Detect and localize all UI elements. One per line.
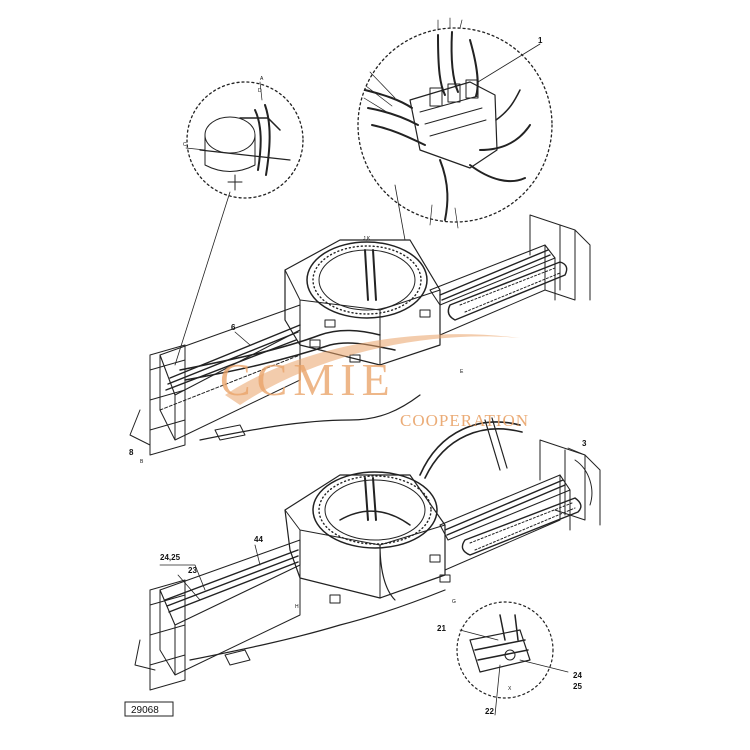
mark-g: G	[452, 599, 456, 605]
mark-b: B	[140, 459, 144, 465]
mark-e: E	[460, 369, 464, 375]
mark-h: H	[295, 604, 299, 610]
detail-circle-valve	[357, 17, 553, 241]
figure-number-box: 29068	[124, 701, 174, 717]
callout-24-25: 24,25	[160, 553, 181, 562]
watermark: CCMIE COOPERATION	[220, 334, 529, 430]
lower-boom-assembly	[134, 417, 601, 691]
callout-8: 8	[129, 448, 134, 457]
callout-44: 44	[254, 535, 263, 544]
callout-6: 6	[231, 323, 236, 332]
detail-circle-bottom	[456, 601, 569, 716]
callout-3: 3	[582, 439, 587, 448]
watermark-swoosh	[225, 334, 520, 405]
detail-circle-valve-left	[174, 81, 304, 366]
mark-c: C	[183, 142, 187, 148]
callout-labels: 1 3 6 8 21 22 23 24,25 44 24 25 A C D E …	[129, 36, 587, 716]
mark-d: D	[258, 88, 262, 94]
callout-23: 23	[188, 566, 197, 575]
watermark-subtitle: COOPERATION	[400, 411, 529, 430]
figure-number: 29068	[131, 705, 159, 716]
mark-x: X	[508, 686, 512, 692]
mark-jk: J,K	[363, 236, 371, 242]
callout-21: 21	[437, 624, 446, 633]
callout-1: 1	[538, 36, 543, 45]
callout-24: 24	[573, 671, 582, 680]
callout-25: 25	[573, 682, 582, 691]
callout-22: 22	[485, 707, 494, 716]
watermark-brand: CCMIE	[220, 354, 396, 405]
mark-a: A	[260, 76, 264, 82]
